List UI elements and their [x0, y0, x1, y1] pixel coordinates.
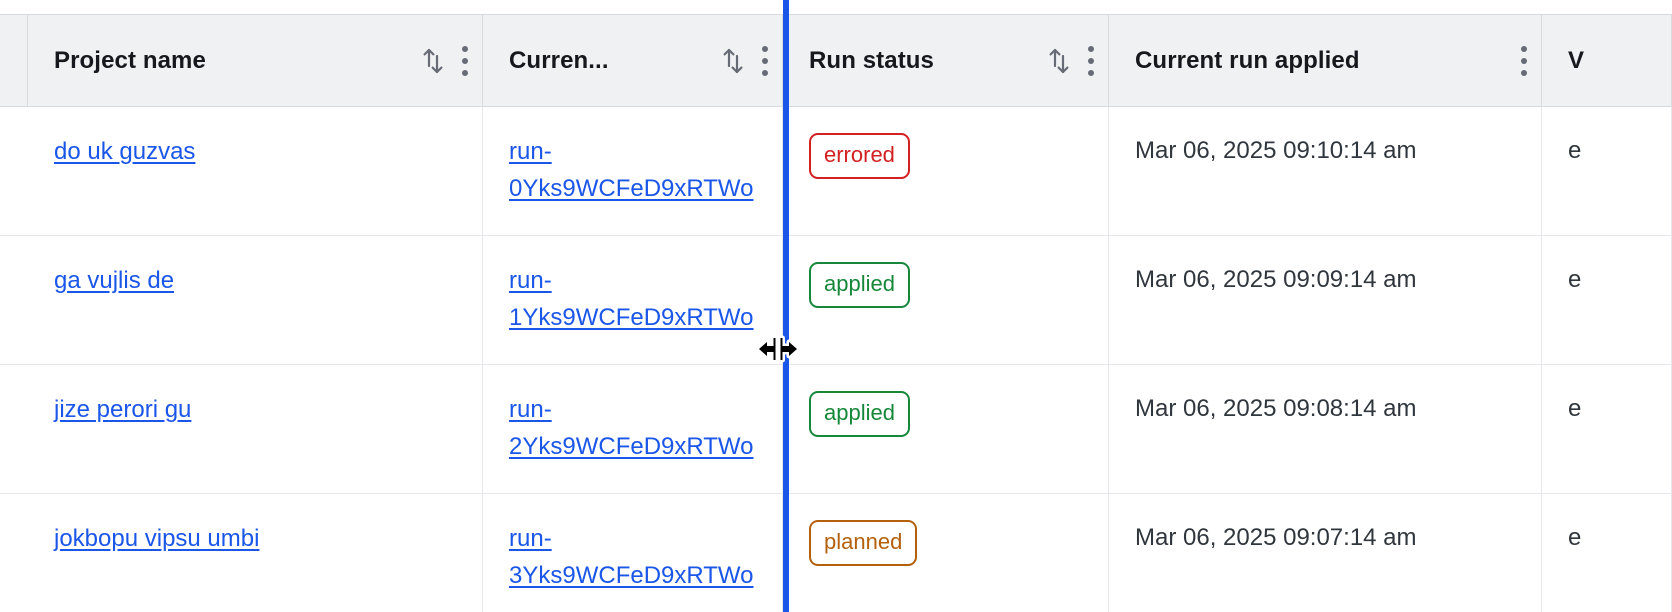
cell-current-run-applied: Mar 06, 2025 09:09:14 am — [1109, 236, 1542, 364]
status-badge: errored — [809, 133, 910, 179]
sort-arrows-icon[interactable] — [420, 45, 446, 77]
sort-arrows-icon[interactable] — [720, 45, 746, 77]
cell-overflow: e — [1542, 365, 1672, 493]
current-run-link[interactable]: run-0Yks9WCFeD9xRTWo — [509, 138, 754, 203]
cell-current-run-applied: Mar 06, 2025 09:08:14 am — [1109, 365, 1542, 493]
kebab-dot — [762, 69, 768, 76]
row-lead-cell — [0, 236, 28, 364]
project-name-link[interactable]: do uk guzvas — [54, 138, 196, 165]
table-row[interactable]: do uk guzvas run-0Yks9WCFeD9xRTWo errore… — [0, 107, 1672, 236]
table-row[interactable]: jokbopu vipsu umbi run-3Yks9WCFeD9xRTWo … — [0, 494, 1672, 612]
kebab-menu-icon[interactable] — [762, 45, 768, 76]
column-header-lead — [0, 15, 28, 106]
cell-run-status: applied — [783, 236, 1109, 364]
table-header-row: Project name — [0, 14, 1672, 107]
project-name-link[interactable]: jize perori gu — [54, 396, 192, 423]
kebab-menu-icon[interactable] — [462, 45, 468, 76]
cell-project-name: ga vujlis de — [28, 236, 483, 364]
row-lead-cell — [0, 494, 28, 612]
current-run-link[interactable]: run-2Yks9WCFeD9xRTWo — [509, 396, 754, 461]
cell-current-run: run-0Yks9WCFeD9xRTWo — [483, 107, 783, 235]
kebab-dot — [1521, 57, 1527, 64]
kebab-menu-icon[interactable] — [1521, 45, 1527, 76]
overflow-text: e — [1568, 266, 1582, 293]
column-header-label: Current run applied — [1135, 46, 1360, 74]
table-row[interactable]: ga vujlis de run-1Yks9WCFeD9xRTWo applie… — [0, 236, 1672, 365]
cell-current-run-applied: Mar 06, 2025 09:07:14 am — [1109, 494, 1542, 612]
column-header-overflow[interactable]: V — [1542, 15, 1672, 106]
kebab-dot — [462, 69, 468, 76]
kebab-dot — [1088, 69, 1094, 76]
column-header-label: Run status — [809, 46, 935, 74]
column-header-current-run[interactable]: Curren... — [483, 15, 783, 106]
row-lead-cell — [0, 107, 28, 235]
overflow-text: e — [1568, 395, 1582, 422]
column-header-current-run-applied[interactable]: Current run applied — [1109, 15, 1542, 106]
kebab-dot — [462, 45, 468, 52]
cell-overflow: e — [1542, 107, 1672, 235]
kebab-dot — [1088, 57, 1094, 64]
applied-timestamp: Mar 06, 2025 09:07:14 am — [1135, 524, 1417, 551]
current-run-link[interactable]: run-3Yks9WCFeD9xRTWo — [509, 525, 754, 590]
kebab-dot — [1088, 45, 1094, 52]
cell-overflow: e — [1542, 494, 1672, 612]
cell-project-name: jize perori gu — [28, 365, 483, 493]
column-header-label: V — [1568, 46, 1585, 74]
kebab-menu-icon[interactable] — [1088, 45, 1094, 76]
applied-timestamp: Mar 06, 2025 09:08:14 am — [1135, 395, 1417, 422]
column-header-project-name[interactable]: Project name — [28, 15, 483, 106]
cell-current-run: run-1Yks9WCFeD9xRTWo — [483, 236, 783, 364]
column-resize-guide[interactable] — [783, 0, 789, 612]
status-badge: planned — [809, 520, 918, 566]
cell-current-run: run-3Yks9WCFeD9xRTWo — [483, 494, 783, 612]
table-body: do uk guzvas run-0Yks9WCFeD9xRTWo errore… — [0, 107, 1672, 612]
cell-run-status: planned — [783, 494, 1109, 612]
cell-run-status: applied — [783, 365, 1109, 493]
column-header-label: Curren... — [509, 46, 609, 74]
cell-project-name: do uk guzvas — [28, 107, 483, 235]
status-badge: applied — [809, 391, 910, 437]
current-run-link[interactable]: run-1Yks9WCFeD9xRTWo — [509, 267, 754, 332]
cell-overflow: e — [1542, 236, 1672, 364]
kebab-dot — [1521, 45, 1527, 52]
column-header-actions — [1046, 45, 1094, 77]
column-header-actions — [1521, 45, 1527, 76]
project-name-link[interactable]: ga vujlis de — [54, 267, 175, 294]
cell-project-name: jokbopu vipsu umbi — [28, 494, 483, 612]
row-lead-cell — [0, 365, 28, 493]
projects-table: Project name — [0, 14, 1672, 612]
column-header-actions — [420, 45, 468, 77]
overflow-text: e — [1568, 524, 1582, 551]
cell-run-status: errored — [783, 107, 1109, 235]
column-header-actions — [720, 45, 768, 77]
kebab-dot — [762, 57, 768, 64]
applied-timestamp: Mar 06, 2025 09:09:14 am — [1135, 266, 1417, 293]
kebab-dot — [462, 57, 468, 64]
cell-current-run-applied: Mar 06, 2025 09:10:14 am — [1109, 107, 1542, 235]
column-header-run-status[interactable]: Run status — [783, 15, 1109, 106]
status-badge: applied — [809, 262, 910, 308]
kebab-dot — [762, 45, 768, 52]
overflow-text: e — [1568, 137, 1582, 164]
applied-timestamp: Mar 06, 2025 09:10:14 am — [1135, 137, 1417, 164]
column-header-label: Project name — [54, 46, 206, 74]
kebab-dot — [1521, 69, 1527, 76]
sort-arrows-icon[interactable] — [1046, 45, 1072, 77]
table-row[interactable]: jize perori gu run-2Yks9WCFeD9xRTWo appl… — [0, 365, 1672, 494]
project-name-link[interactable]: jokbopu vipsu umbi — [54, 525, 260, 552]
cell-current-run: run-2Yks9WCFeD9xRTWo — [483, 365, 783, 493]
